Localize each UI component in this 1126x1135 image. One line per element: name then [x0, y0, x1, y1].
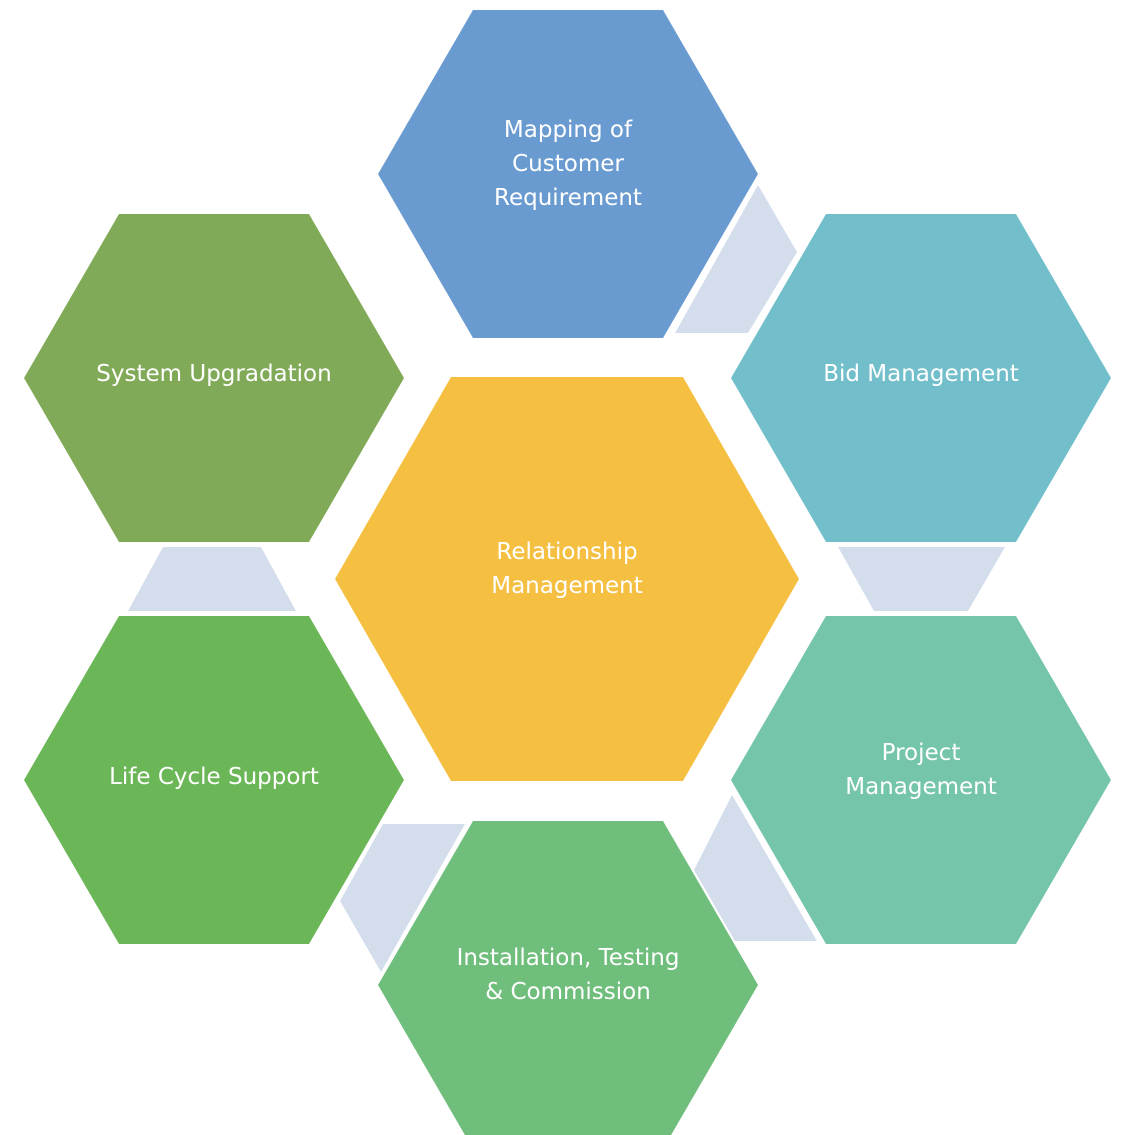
hex-upgradation-shape [24, 214, 404, 542]
hex-installation-shape [378, 821, 758, 1135]
hex-installation: Installation, Testing & Commission [378, 821, 758, 1135]
connector-1 [675, 185, 797, 333]
hex-mapping-shape [378, 10, 758, 338]
connector-4 [340, 824, 465, 972]
hex-bid-shape [731, 214, 1111, 542]
hex-mapping-label-line-1: Mapping of [504, 117, 633, 143]
connector-2 [838, 547, 1005, 611]
hex-upgradation: System Upgradation [24, 214, 404, 542]
hex-mapping-label-line-3: Requirement [494, 185, 642, 211]
hex-mapping-label-line-2: Customer [512, 151, 624, 177]
hex-installation-label-line-2: & Commission [485, 979, 651, 1005]
hex-lifecycle-shape [24, 616, 404, 944]
hex-project-shape [731, 616, 1111, 944]
connector-3 [694, 795, 817, 941]
hex-lifecycle-label-line-1: Life Cycle Support [109, 764, 319, 790]
connectors [128, 185, 1005, 972]
hex-bid-label-line-1: Bid Management [823, 361, 1019, 387]
hex-project-label-line-1: Project [882, 740, 961, 766]
hex-center-label-line-2: Management [491, 573, 643, 599]
hex-lifecycle: Life Cycle Support [24, 616, 404, 944]
hex-center-label-line-1: Relationship [496, 539, 637, 565]
connector-5 [128, 547, 296, 611]
hex-project-label-line-2: Management [845, 774, 997, 800]
hex-bid: Bid Management [731, 214, 1111, 542]
hex-installation-label-line-1: Installation, Testing [457, 945, 680, 971]
hex-upgradation-label-line-1: System Upgradation [96, 361, 331, 387]
hex-center-shape [335, 377, 799, 781]
